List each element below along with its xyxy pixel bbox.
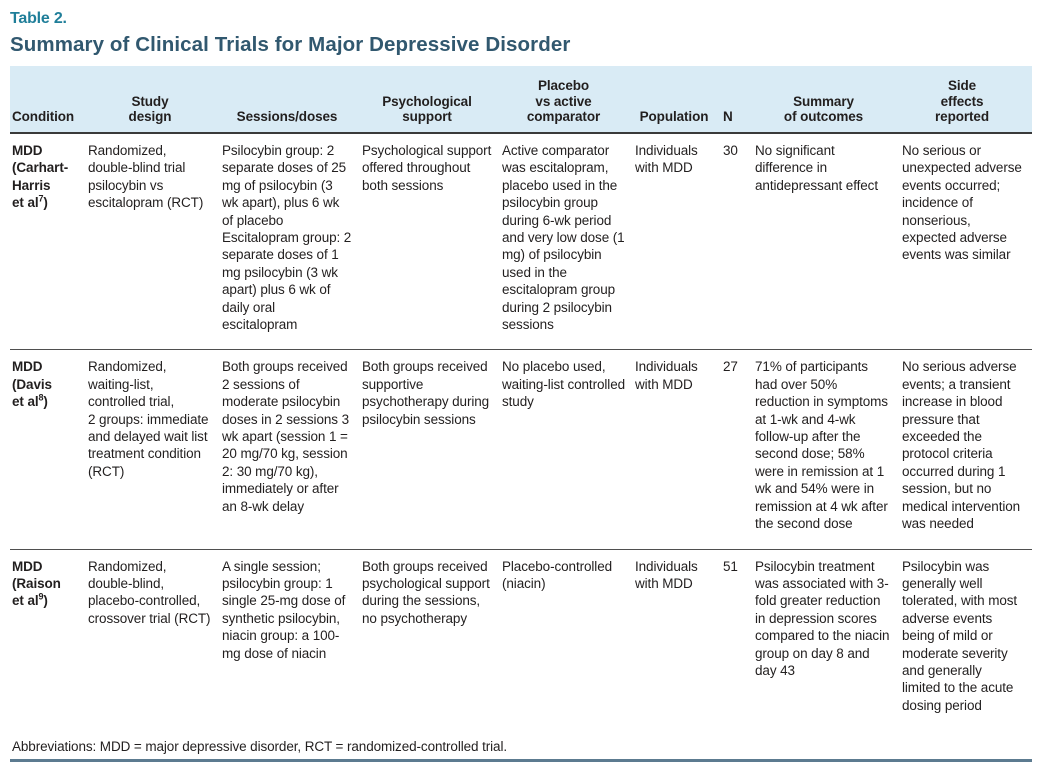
bottom-rule bbox=[10, 759, 1032, 763]
header-cell-condition: Condition bbox=[10, 66, 88, 134]
cell-population: Individuals with MDD bbox=[635, 132, 723, 351]
page-root: Table 2. Summary of Clinical Trials for … bbox=[10, 10, 1032, 763]
header-cell-placebo_comparator: Placebo vs active comparator bbox=[502, 66, 635, 134]
abbreviations-footnote: Abbreviations: MDD = major depressive di… bbox=[12, 739, 508, 755]
cell-sessions_doses: A single session; psilocybin group: 1 si… bbox=[222, 558, 346, 661]
header-cell-n: N bbox=[723, 66, 755, 134]
cell-placebo_comparator: Active comparator was escitalopram, plac… bbox=[502, 132, 635, 351]
cell-condition: MDD (Raison et al9) bbox=[12, 558, 61, 609]
cell-study_design: Randomized, double-blind trial psilocybi… bbox=[88, 132, 222, 351]
cell-study_design: Randomized, waiting-list, controlled tri… bbox=[88, 349, 222, 550]
cell-sessions_doses: Psilocybin group: 2 separate doses of 25… bbox=[222, 132, 362, 351]
header-cell-summary_outcomes: Summary of outcomes bbox=[755, 66, 902, 134]
header-cell-psych_support: Psychological support bbox=[362, 66, 502, 134]
cell-summary_outcomes: 71% of participants had over 50% reducti… bbox=[755, 349, 902, 550]
cell-n: 51 bbox=[723, 558, 738, 574]
header-cell-side_effects: Side effects reported bbox=[902, 66, 1032, 134]
cell-placebo_comparator: No placebo used, waiting-list controlled… bbox=[502, 349, 635, 550]
table-row: MDD (Carhart-Harris et al7)Randomized, d… bbox=[10, 132, 1032, 351]
cell-population: Individuals with MDD bbox=[635, 558, 698, 591]
reference-superscript: 9 bbox=[38, 591, 44, 602]
cell-psych_support: Both groups received supportive psychoth… bbox=[362, 349, 502, 550]
page-title: Summary of Clinical Trials for Major Dep… bbox=[10, 33, 571, 56]
cell-placebo_comparator: Placebo-controlled (niacin) bbox=[502, 558, 613, 591]
cell-condition: MDD (Carhart-Harris et al7) bbox=[10, 132, 88, 351]
cell-side_effects: No serious adverse events; a transient i… bbox=[902, 349, 1032, 550]
cell-study_design: Randomized, double-blind, placebo-contro… bbox=[88, 558, 211, 626]
table-row: MDD (Raison et al9) Randomized, double-bl… bbox=[10, 549, 1032, 730]
cell-side_effects: Psilocybin was generally well tolerated,… bbox=[902, 558, 1018, 713]
cell-sessions_doses: Both groups received 2 sessions of moder… bbox=[222, 349, 362, 550]
header-cell-population: Population bbox=[635, 66, 723, 134]
cell-n: 30 bbox=[723, 132, 755, 351]
cell-condition: MDD (Davis et al8) bbox=[10, 349, 88, 550]
cell-population: Individuals with MDD bbox=[635, 349, 723, 550]
cell-n: 27 bbox=[723, 349, 755, 550]
cell-psych_support: Psychological support offered throughout… bbox=[362, 132, 502, 351]
table-number-label: Table 2. bbox=[10, 10, 67, 27]
cell-psych_support: Both groups received psychological suppo… bbox=[362, 558, 490, 626]
cell-summary_outcomes: Psilocybin treatment was associated with… bbox=[755, 558, 890, 678]
reference-superscript: 7 bbox=[38, 193, 44, 204]
header-cell-sessions_doses: Sessions/doses bbox=[222, 66, 362, 134]
cell-summary_outcomes: No significant difference in antidepress… bbox=[755, 132, 902, 351]
header-cell-study_design: Study design bbox=[88, 66, 222, 134]
cell-side_effects: No serious or unexpected adverse events … bbox=[902, 132, 1032, 351]
table-row: MDD (Davis et al8)Randomized, waiting-li… bbox=[10, 349, 1032, 550]
reference-superscript: 8 bbox=[38, 392, 44, 403]
